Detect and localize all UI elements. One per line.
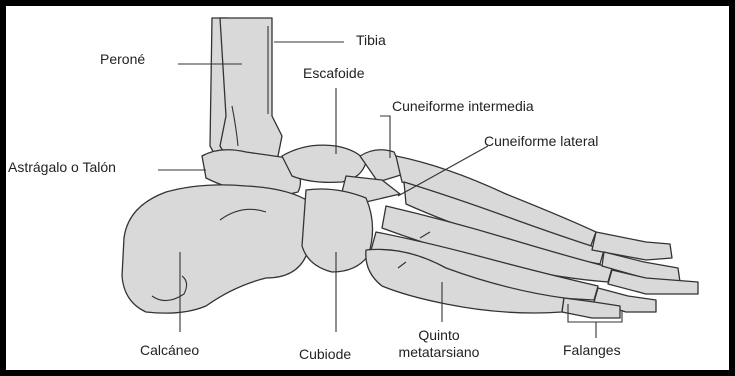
- label-quinto-metatarsiano: Quinto metatarsiano: [384, 327, 494, 361]
- label-quinto-line2: metatarsiano: [384, 344, 494, 361]
- tibia-bone: [220, 18, 282, 170]
- label-cuneiforme-intermedia: Cuneiforme intermedia: [392, 98, 534, 115]
- intermediate-cuneiform-bone: [360, 150, 404, 182]
- label-cubiode: Cubiode: [299, 346, 351, 363]
- label-escafoide: Escafoide: [303, 65, 364, 82]
- label-cuneiforme-lateral: Cuneiforme lateral: [484, 133, 598, 150]
- label-calcaneo: Calcáneo: [140, 342, 199, 359]
- label-quinto-line1: Quinto: [384, 327, 494, 344]
- label-tibia: Tibia: [356, 32, 386, 49]
- cuboid-bone: [302, 189, 373, 272]
- label-perone: Peroné: [100, 51, 145, 68]
- label-falanges: Falanges: [563, 342, 621, 359]
- calcaneus-bone: [122, 185, 316, 313]
- label-astragalo: Astrágalo o Talón: [8, 159, 116, 176]
